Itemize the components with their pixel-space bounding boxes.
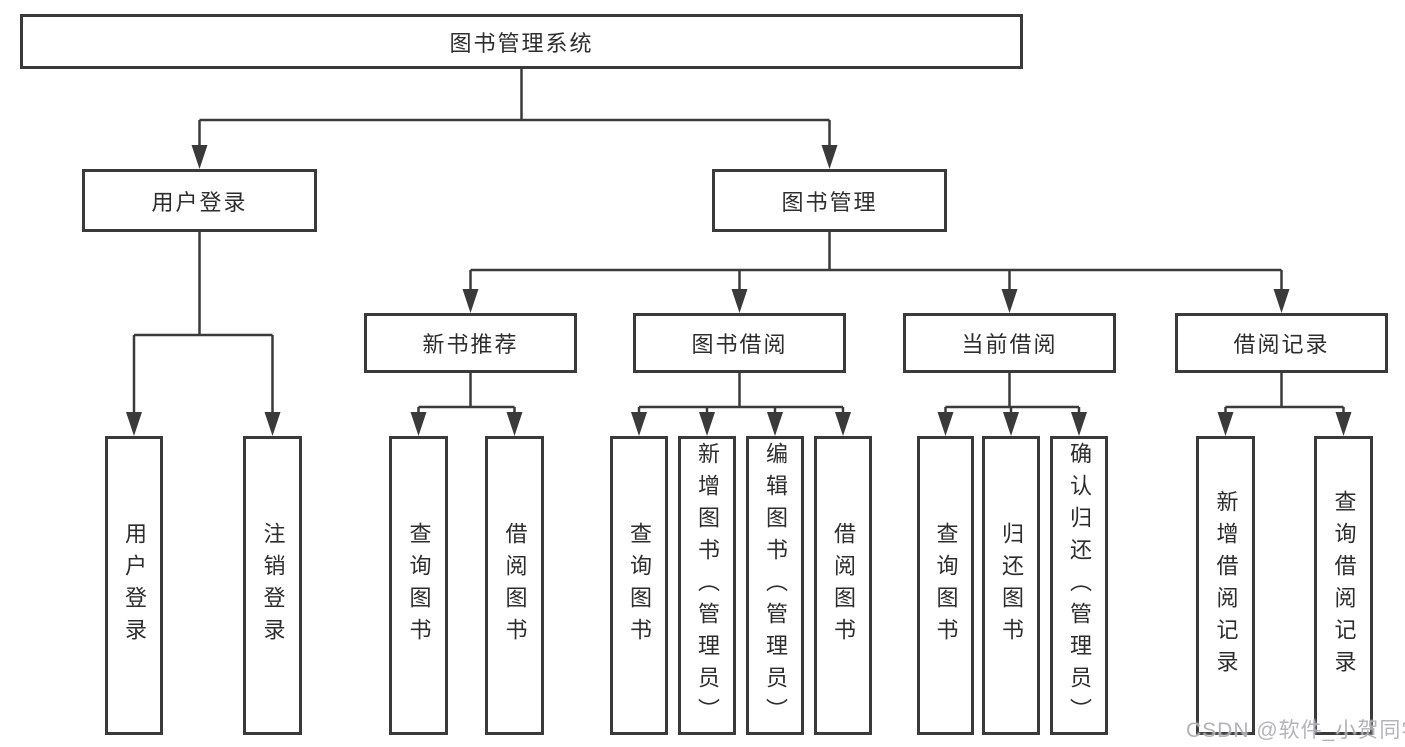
leaf-recommend-borrow-books: 借阅图书	[485, 436, 544, 735]
leaf-borrow-books-label: 借阅图书	[831, 521, 856, 650]
leaf-recommend-query-books: 查询图书	[389, 436, 448, 735]
leaf-user-login: 用户登录	[105, 436, 163, 735]
leaf-current-query-books-label: 查询图书	[933, 521, 959, 650]
node-root: 图书管理系统	[20, 14, 1023, 69]
leaf-logout-label: 注销登录	[260, 521, 286, 650]
node-book-management: 图书管理	[712, 169, 947, 232]
leaf-edit-books-admin: 编辑图书（管理员）	[746, 436, 804, 735]
leaf-borrow-books: 借阅图书	[814, 436, 872, 735]
leaf-query-borrow-record-label: 查询借阅记录	[1331, 489, 1357, 682]
leaf-return-books: 归还图书	[982, 436, 1040, 735]
leaf-current-query-books: 查询图书	[917, 436, 974, 735]
leaf-confirm-return-admin-label: 确认归还（管理员）	[1067, 441, 1092, 730]
csdn-watermark: CSDN @软件_小贺同学	[1186, 719, 1405, 742]
leaf-add-borrow-record: 新增借阅记录	[1196, 436, 1255, 735]
arrowheads	[126, 145, 1352, 436]
leaf-recommend-borrow-books-label: 借阅图书	[502, 521, 528, 650]
leaf-user-login-label: 用户登录	[122, 521, 147, 650]
leaf-borrow-query-books: 查询图书	[610, 436, 668, 735]
node-new-book-recommend: 新书推荐	[364, 313, 577, 373]
node-book-borrow: 图书借阅	[633, 313, 846, 373]
leaf-edit-books-admin-label: 编辑图书（管理员）	[763, 441, 788, 730]
node-current-borrow: 当前借阅	[903, 313, 1116, 373]
leaf-confirm-return-admin: 确认归还（管理员）	[1050, 436, 1108, 735]
leaf-return-books-label: 归还图书	[999, 521, 1024, 650]
leaf-recommend-query-books-label: 查询图书	[406, 521, 432, 650]
leaf-add-borrow-record-label: 新增借阅记录	[1213, 489, 1239, 682]
leaf-add-books-admin: 新增图书（管理员）	[678, 436, 736, 735]
leaf-query-borrow-record: 查询借阅记录	[1314, 436, 1373, 735]
leaf-add-books-admin-label: 新增图书（管理员）	[695, 441, 720, 730]
node-borrow-records: 借阅记录	[1175, 313, 1388, 373]
leaf-logout: 注销登录	[243, 436, 302, 735]
leaf-borrow-query-books-label: 查询图书	[627, 521, 652, 650]
node-user-login-branch: 用户登录	[82, 169, 317, 232]
